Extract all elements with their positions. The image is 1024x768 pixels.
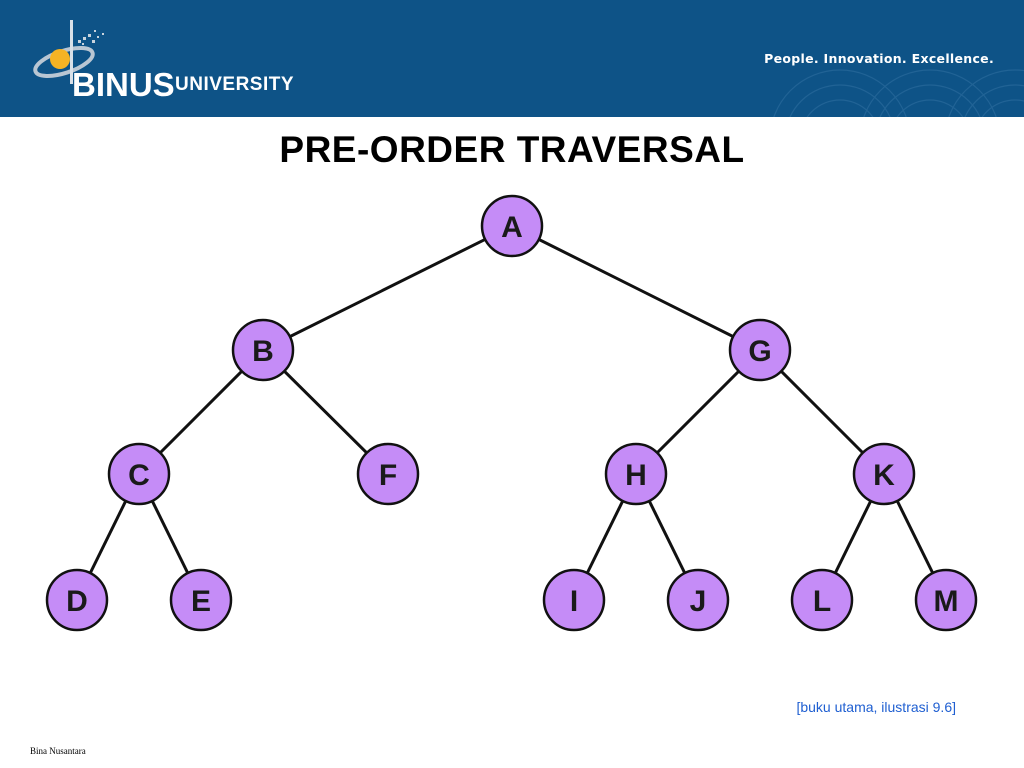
node-circle-a — [480, 194, 544, 258]
tree-node-g: G — [728, 318, 792, 382]
node-circle-i — [542, 568, 606, 632]
node-circle-j — [666, 568, 730, 632]
header-tagline: People. Innovation. Excellence. — [764, 51, 994, 66]
tree-node-h: H — [604, 442, 668, 506]
node-label-j: J — [690, 585, 707, 618]
header-wave-pattern — [773, 69, 1024, 117]
tree-nodes: A B G C F H K D E I J L M — [45, 194, 978, 632]
node-label-h: H — [625, 459, 647, 492]
node-circle-b — [231, 318, 295, 382]
tree-node-j: J — [666, 568, 730, 632]
slide-footer: Bina Nusantara — [30, 746, 86, 756]
node-label-f: F — [379, 459, 397, 492]
node-label-a: A — [501, 211, 523, 244]
tree-node-e: E — [169, 568, 233, 632]
tree-node-c: C — [107, 442, 171, 506]
node-circle-l — [790, 568, 854, 632]
tree-node-i: I — [542, 568, 606, 632]
figure-citation: [buku utama, ilustrasi 9.6] — [796, 699, 956, 715]
tree-node-m: M — [914, 568, 978, 632]
tree-node-l: L — [790, 568, 854, 632]
tree-node-d: D — [45, 568, 109, 632]
slide-title: PRE-ORDER TRAVERSAL — [279, 129, 745, 170]
node-circle-f — [356, 442, 420, 506]
tree-node-f: F — [356, 442, 420, 506]
node-circle-k — [852, 442, 916, 506]
logo-binus-text: BINUS — [72, 66, 175, 103]
node-label-i: I — [570, 585, 578, 618]
node-circle-g — [728, 318, 792, 382]
node-label-g: G — [748, 335, 771, 368]
node-label-e: E — [191, 585, 211, 618]
node-circle-m — [914, 568, 978, 632]
logo-university-text: UNIVERSITY — [175, 74, 295, 95]
node-label-b: B — [252, 335, 274, 368]
node-label-m: M — [934, 585, 959, 618]
edge-a-b — [262, 224, 513, 352]
node-circle-h — [604, 442, 668, 506]
slide-header: BINUS UNIVERSITY People. Innovation. Exc… — [0, 0, 1024, 117]
edge-a-g — [511, 224, 761, 352]
node-circle-d — [45, 568, 109, 632]
node-label-c: C — [128, 459, 150, 492]
node-circle-e — [169, 568, 233, 632]
binus-logo-icon — [33, 20, 104, 84]
tree-node-k: K — [852, 442, 916, 506]
node-label-d: D — [66, 585, 88, 618]
node-circle-c — [107, 442, 171, 506]
tree-node-b: B — [231, 318, 295, 382]
node-label-k: K — [873, 459, 895, 492]
node-label-l: L — [813, 585, 831, 618]
tree-edges — [75, 224, 948, 601]
binus-logo: BINUS UNIVERSITY — [22, 18, 302, 108]
tree-node-a: A — [480, 194, 544, 258]
